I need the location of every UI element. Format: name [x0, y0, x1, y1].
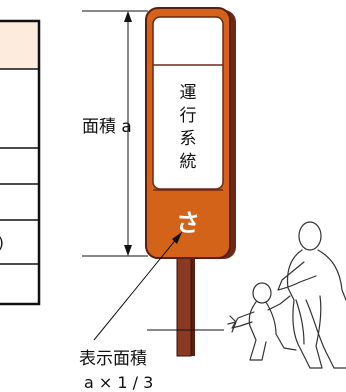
leader-line — [93, 231, 183, 341]
route-char: 系 — [180, 129, 197, 149]
arrowhead-down-icon — [124, 245, 132, 256]
sign-white-panel — [152, 16, 224, 190]
sign-board: 運 行 系 統 さ — [145, 7, 236, 259]
partial-table: ) — [0, 19, 41, 306]
post — [176, 252, 192, 357]
child-figure-icon — [227, 282, 297, 361]
arrowhead-icon — [172, 232, 182, 244]
arrowhead-up-icon — [124, 11, 132, 22]
display-character: さ — [176, 209, 200, 237]
table-border — [0, 19, 41, 306]
display-area-formula: a × 1 / 3 — [84, 373, 153, 392]
adult-figure-icon — [277, 221, 346, 369]
label-backdrop — [82, 112, 126, 138]
display-area-label: 表示面積 — [79, 349, 147, 369]
route-char: 運 — [180, 83, 197, 103]
sign-post — [147, 252, 224, 357]
route-char: 統 — [180, 152, 197, 172]
table-header-cell — [0, 21, 39, 69]
area-label: 面積 a — [82, 117, 132, 137]
table-cell-fragment: ) — [0, 234, 4, 252]
route-char: 行 — [180, 106, 197, 126]
area-dimension: 面積 a — [82, 10, 148, 257]
pedestrians-illustration — [227, 221, 346, 369]
display-area-leader: 表示面積 a × 1 / 3 — [79, 231, 183, 392]
